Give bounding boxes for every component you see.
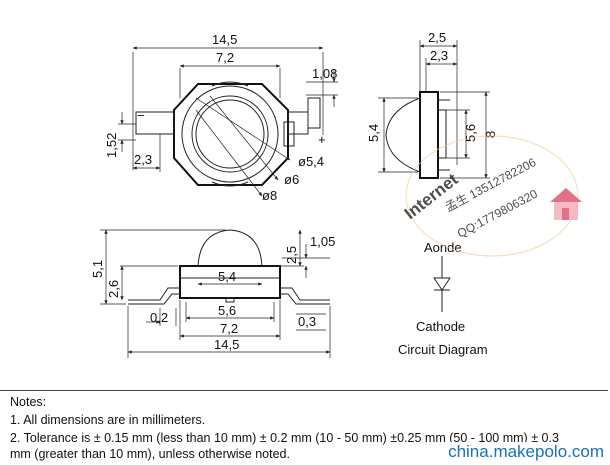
dim-label-14-5-top: 14,5 (212, 32, 237, 47)
top-view-lead-left (135, 111, 175, 135)
lens-circle-d8 (181, 85, 279, 183)
top-view: 14,5 7,2 1,08 ø5,4 ø6 ø8 − + (104, 32, 338, 203)
top-view-body (173, 83, 289, 186)
dim-label-2-5-front: 2,5 (284, 246, 299, 264)
dim-label-5-1: 5,1 (90, 260, 105, 278)
dim-label-14-5-front: 14,5 (214, 337, 239, 352)
dim-label-7-2-front: 7,2 (220, 321, 238, 336)
notes-section: Notes: 1. All dimensions are in millimet… (0, 390, 608, 465)
dim-label-0-3: 0,3 (298, 314, 316, 329)
anode-label: Aonde (424, 240, 462, 255)
dim-label-0-2: 0,2 (150, 310, 168, 325)
circuit-caption: Circuit Diagram (398, 342, 488, 357)
lens-circle-d54 (195, 99, 265, 169)
site-watermark: china.makepolo.com (446, 442, 606, 462)
led-dimension-drawing: 14,5 7,2 1,08 ø5,4 ø6 ø8 − + (90, 30, 498, 358)
front-view: 5,1 2,6 2,5 1,05 5,4 5,6 7,2 14,5 (90, 229, 335, 358)
dim-label-d6: ø6 (284, 172, 299, 187)
dim-label-1-05: 1,05 (310, 234, 335, 249)
dim-label-7-2-top: 7,2 (216, 50, 234, 65)
notes-line-2b: mm (greater than 10 mm), unless otherwis… (10, 447, 290, 461)
notes-heading: Notes: (10, 395, 47, 409)
dim-label-2-5-side: 2,5 (428, 30, 446, 45)
side-view-lens (385, 97, 421, 173)
dim-label-1-08: 1,08 (312, 66, 337, 81)
dim-label-8-side: 8 (483, 131, 498, 138)
dim-label-2-3-top: 2,3 (134, 152, 152, 167)
front-view-lead-left (128, 287, 180, 301)
side-view: 2,5 2,3 5,4 5,6 8 (366, 30, 498, 179)
dim-label-2-6: 2,6 (106, 280, 121, 298)
side-view-body (419, 91, 439, 179)
top-view-lead-right (287, 111, 309, 135)
dim-label-5-6-front: 5,6 (218, 303, 236, 318)
dim-label-5-4-side: 5,4 (366, 124, 381, 142)
front-view-lead-right (280, 287, 330, 301)
dim-label-d8: ø8 (262, 188, 277, 203)
circuit-diagram: Aonde Cathode Circuit Diagram (398, 240, 488, 357)
stamp-house-icon (550, 188, 582, 220)
polarity-minus: − (137, 108, 145, 123)
notes-line-2a: 2. Tolerance is ± 0.15 mm (less than 10 … (10, 431, 559, 445)
dim-label-1-52: 1,52 (104, 133, 119, 158)
watermark-stamp: Internet 孟生 13512782206 QQ:1779806320 (401, 135, 582, 257)
diode-symbol (433, 277, 451, 291)
cathode-label: Cathode (416, 319, 465, 334)
dim-label-5-4-front: 5,4 (218, 269, 236, 284)
notes-line-1: 1. All dimensions are in millimeters. (10, 413, 206, 427)
dim-label-2-3-side: 2,3 (430, 48, 448, 63)
dim-label-d5-4: ø5,4 (298, 154, 324, 169)
lens-circle-d6 (191, 95, 269, 173)
polarity-plus: + (318, 132, 326, 147)
top-view-lead-tab (307, 97, 321, 129)
front-view-lens (197, 229, 263, 267)
